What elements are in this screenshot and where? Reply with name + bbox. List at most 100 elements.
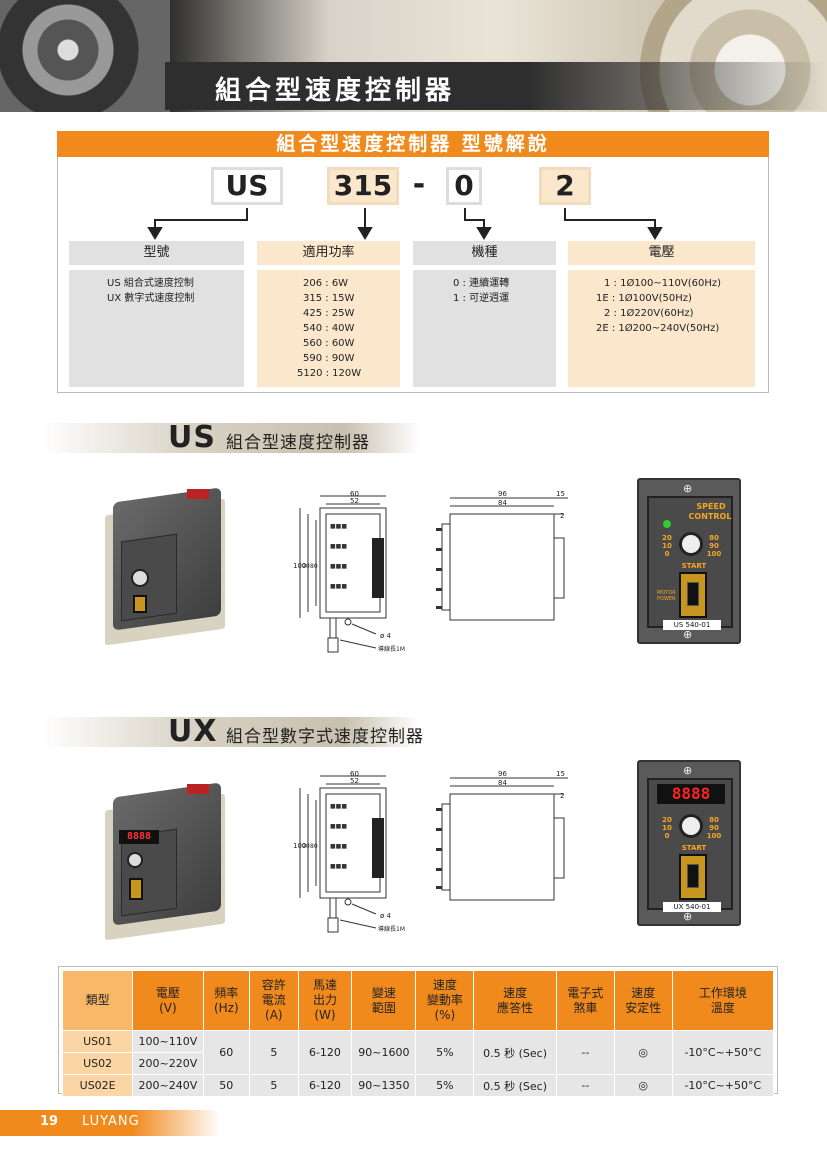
model-code-arrows <box>147 208 663 240</box>
ux-section-title-bar <box>40 717 420 747</box>
dim-label: 60 <box>350 490 359 498</box>
led-icon <box>663 520 671 528</box>
table-header-cell: 類型 <box>61 970 134 1031</box>
us-section-code: US <box>168 420 216 455</box>
ux-section-title: 組合型數字式速度控制器 <box>226 727 424 747</box>
table-cell: 0.5 秒 (Sec) <box>473 1030 557 1075</box>
table-cell: 5 <box>249 1030 299 1075</box>
svg-text:■■■: ■■■ <box>330 803 347 810</box>
table-cell: US02E <box>61 1074 134 1097</box>
table-header-cell: 速度 應答性 <box>473 970 557 1031</box>
column-body-model: US 組合式速度控制 UX 數字式速度控制 <box>69 270 244 387</box>
ux-side-drawing: 96 84 15 2 <box>436 770 568 901</box>
table-cell: -- <box>555 1030 615 1075</box>
power-switch[interactable] <box>679 572 707 618</box>
knob-icon <box>127 852 143 868</box>
us-product-photo <box>105 485 225 646</box>
list-item: 206 : 6W <box>303 278 349 289</box>
table-cell: 6-120 <box>297 1030 353 1075</box>
table-cell: 100~110V <box>132 1030 204 1053</box>
dim-label: 96 <box>498 770 507 778</box>
panel-brand: SPEED <box>696 502 726 511</box>
us-section-title: 組合型速度控制器 <box>226 433 370 453</box>
table-cell: ◎ <box>613 1030 673 1075</box>
list-item: 1E : 1Ø100V(50Hz) <box>596 293 692 304</box>
ux-product-photo: 8888 <box>105 780 225 941</box>
model-code-type: 0 <box>446 167 482 205</box>
list-item: 2E : 1Ø200~240V(50Hz) <box>596 323 720 334</box>
table-cell: 6-120 <box>297 1074 353 1097</box>
svg-text:■■■: ■■■ <box>330 543 347 550</box>
speed-knob-icon[interactable] <box>679 814 703 838</box>
dim-label: 15 <box>556 490 565 498</box>
table-cell: 5 <box>249 1074 299 1097</box>
dim-label: 84 <box>498 779 507 787</box>
dim-label: 100 <box>293 562 306 570</box>
ux-front-drawing: ■■■■■■■■■■■■ 60 52 100 90 80 ø 4 導線長1M <box>293 770 405 933</box>
table-cell: 90~1600 <box>351 1030 417 1075</box>
ux-section-code: UX <box>168 714 218 749</box>
svg-text:■■■: ■■■ <box>330 863 347 870</box>
dim-label: 52 <box>350 497 359 505</box>
table-cell: ◎ <box>613 1074 673 1097</box>
column-body-type: 0 : 連續運轉 1 : 可逆週運 <box>413 270 556 387</box>
table-cell: -- <box>555 1074 615 1097</box>
dim-label: 96 <box>498 490 507 498</box>
table-cell: 0.5 秒 (Sec) <box>473 1074 557 1097</box>
column-title-type: 機種 <box>413 241 556 265</box>
us-section-title-bar <box>40 423 420 453</box>
list-item: 0 : 連續運轉 <box>453 278 510 289</box>
table-cell: 50 <box>202 1074 251 1097</box>
model-code-power: 315 <box>327 167 399 205</box>
svg-text:■■■: ■■■ <box>330 823 347 830</box>
dim-label: 84 <box>498 499 507 507</box>
crosshair-icon: ⊕ <box>683 628 693 641</box>
power-label: MOTOR POWER <box>657 590 676 602</box>
page-title: 組合型速度控制器 <box>215 76 456 106</box>
dim-label: 80 <box>310 563 318 570</box>
column-body-voltage: 1 : 1Ø100~110V(60Hz) 1E : 1Ø100V(50Hz) 2… <box>568 270 755 387</box>
dim-label: 80 <box>310 843 318 850</box>
power-switch[interactable] <box>679 854 707 900</box>
svg-text:■■■: ■■■ <box>330 523 347 530</box>
table-row: US02E 200~240V 50 5 6-120 90~1350 5% 0.5… <box>61 1074 775 1097</box>
dim-label: ø 4 <box>380 912 392 920</box>
digital-display: 8888 <box>657 784 725 804</box>
label-sticker <box>187 784 209 794</box>
dim-label: 2 <box>560 512 564 520</box>
dim-label: 2 <box>560 792 564 800</box>
dim-label: 60 <box>350 770 359 778</box>
panel-model-label: UX 540-01 <box>663 902 721 912</box>
table-row: US01 100~110V 60 5 6-120 90~1600 5% 0.5 … <box>61 1030 775 1075</box>
us-front-drawing: ■■■■■■■■■■■■ 60 52 100 90 80 ø 4 導線長1M <box>293 490 405 653</box>
table-cell: US01 <box>61 1030 134 1053</box>
start-label: START <box>681 844 707 852</box>
list-item: US 組合式速度控制 <box>107 278 194 289</box>
speed-knob-icon[interactable] <box>679 532 703 556</box>
list-item: 2 : 1Ø220V(60Hz) <box>604 308 694 319</box>
list-item: UX 數字式速度控制 <box>107 293 195 304</box>
crosshair-icon: ⊕ <box>683 482 693 495</box>
table-cell: 60 <box>202 1030 251 1075</box>
svg-text:■■■: ■■■ <box>330 563 347 570</box>
switch-icon <box>129 878 143 900</box>
table-cell: -10°C~+50°C <box>671 1030 775 1075</box>
table-header-cell: 電子式 煞車 <box>555 970 615 1031</box>
model-code-voltage: 2 <box>539 167 591 205</box>
knob-icon <box>131 569 149 587</box>
start-label: START <box>681 562 707 570</box>
table-cell: -10°C~+50°C <box>671 1074 775 1097</box>
list-item: 590 : 90W <box>303 353 355 364</box>
table-header-cell: 馬達 出力 (W) <box>297 970 353 1031</box>
model-code-dash: - <box>412 167 426 202</box>
table-header-cell: 電壓 (V) <box>132 970 204 1031</box>
table-header-row: 類型 電壓 (V) 頻率 (Hz) 容許 電流 (A) 馬達 出力 (W) 變速… <box>61 970 775 1031</box>
column-title-model: 型號 <box>69 241 244 265</box>
table-cell: 200~240V <box>132 1074 204 1097</box>
us-side-drawing: 96 84 15 2 <box>436 490 568 621</box>
panel-brand: CONTROL <box>688 512 732 521</box>
table-header-cell: 工作環境 溫度 <box>671 970 775 1031</box>
